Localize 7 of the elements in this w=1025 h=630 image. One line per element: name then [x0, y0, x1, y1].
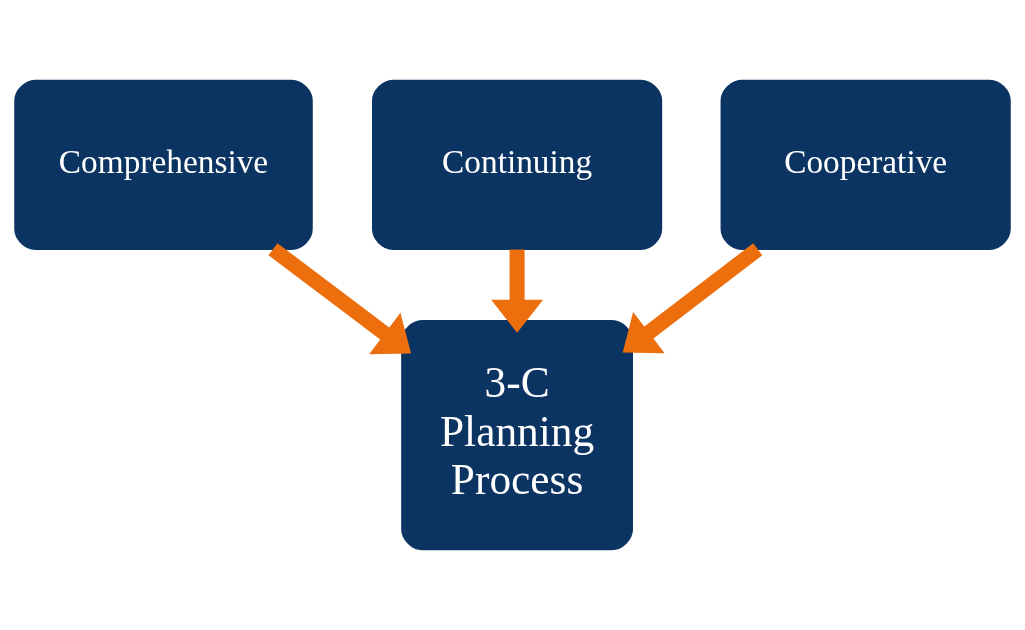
arrow: [491, 249, 544, 333]
arrow: [622, 243, 763, 354]
node-box: Continuing: [372, 79, 663, 250]
node-box: Comprehensive: [14, 79, 313, 250]
arrow: [268, 243, 412, 355]
node-box: Cooperative: [720, 79, 1011, 250]
node-box: 3-C Planning Process: [401, 320, 633, 551]
